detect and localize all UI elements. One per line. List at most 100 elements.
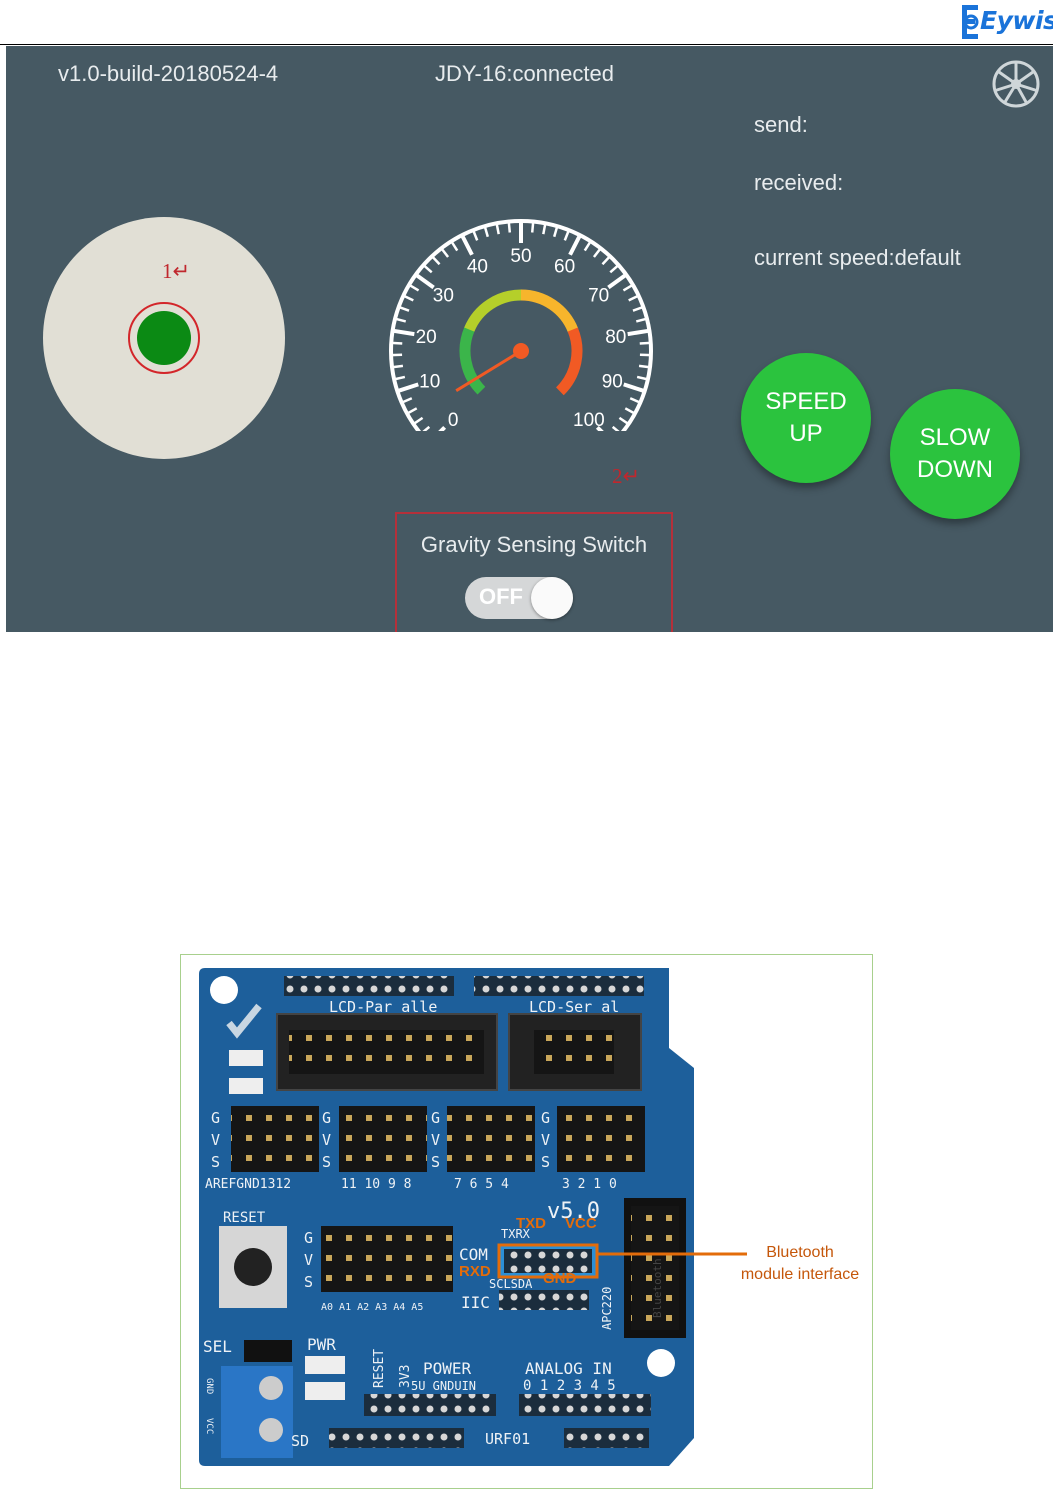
gauge-minor-tick bbox=[495, 223, 500, 235]
silk-digital-mid: 11 10 9 8 bbox=[341, 1177, 411, 1192]
silk-com: COM bbox=[459, 1245, 488, 1264]
pin-label-rxd: RXD bbox=[459, 1263, 491, 1280]
gauge-minor-tick bbox=[639, 341, 651, 345]
silk-txrx: TXRX bbox=[501, 1227, 531, 1241]
silk-v1: V bbox=[211, 1131, 220, 1149]
silk-apc: APC220 bbox=[600, 1287, 614, 1330]
gauge-minor-tick bbox=[394, 317, 407, 323]
gauge-minor-tick bbox=[628, 294, 640, 302]
sensor-shield-board: LCD-Par alle LCD-Ser al G V S G V S G V … bbox=[199, 968, 694, 1466]
gauge-minor-tick bbox=[638, 364, 651, 369]
silk-lcd-serial: LCD-Ser al bbox=[529, 998, 619, 1016]
gravity-switch-panel: Gravity Sensing Switch OFF bbox=[395, 512, 673, 632]
silk-g4: G bbox=[541, 1109, 550, 1127]
pin-label-gnd: GND bbox=[543, 1270, 577, 1287]
gauge-minor-tick bbox=[609, 264, 620, 274]
joystick[interactable] bbox=[42, 216, 286, 460]
gauge-minor-tick bbox=[450, 240, 459, 252]
joystick-knob bbox=[137, 311, 191, 365]
pin-label-txd: TXD bbox=[516, 1215, 546, 1232]
gauge-color-arc bbox=[555, 327, 583, 396]
callout-line2: module interface bbox=[740, 1266, 860, 1283]
gauge-major-tick bbox=[627, 328, 650, 337]
silk-power-pins: 5U GNDUIN bbox=[411, 1379, 476, 1393]
gauge-minor-tick bbox=[542, 223, 547, 235]
gauge-minor-tick bbox=[592, 247, 602, 258]
silk-g5: G bbox=[304, 1229, 313, 1247]
gauge-minor-tick bbox=[431, 255, 441, 266]
settings-wheel-icon[interactable] bbox=[991, 59, 1041, 109]
switch-knob bbox=[531, 577, 573, 619]
gauge-major-tick bbox=[438, 425, 447, 431]
gauge-minor-tick bbox=[398, 305, 410, 312]
slow-down-line2: DOWN bbox=[917, 456, 993, 483]
gauge-tick-label: 10 bbox=[419, 372, 440, 393]
gauge-minor-tick bbox=[601, 255, 611, 266]
silk-sel: SEL bbox=[203, 1337, 232, 1356]
gauge-minor-tick bbox=[622, 283, 634, 292]
gauge-minor-tick bbox=[391, 341, 403, 345]
silk-s5: S bbox=[304, 1273, 313, 1291]
gauge-minor-tick bbox=[440, 247, 450, 258]
gauge-minor-tick bbox=[422, 264, 433, 274]
silk-g2: G bbox=[322, 1109, 331, 1127]
silk-digital-right2: 3 2 1 0 bbox=[562, 1177, 617, 1192]
gauge-minor-tick bbox=[563, 229, 571, 241]
pin-label-vcc: VCC bbox=[565, 1215, 597, 1232]
switch-state: OFF bbox=[479, 584, 523, 609]
silk-reset: RESET bbox=[223, 1210, 266, 1226]
connection-status: JDY-16:connected bbox=[435, 61, 614, 86]
gauge-color-arc bbox=[520, 289, 579, 333]
silk-v5: V bbox=[304, 1251, 313, 1269]
speed-up-line1: SPEED bbox=[765, 388, 847, 415]
silk-g1: G bbox=[211, 1109, 220, 1127]
gauge-tick-label: 60 bbox=[554, 256, 575, 277]
gauge-minor-tick bbox=[632, 305, 644, 312]
mount-hole-right bbox=[647, 1349, 675, 1377]
silk-sd: SD bbox=[291, 1432, 309, 1450]
silk-urf: URF01 bbox=[485, 1430, 530, 1448]
gauge-major-tick bbox=[414, 272, 435, 290]
gauge-minor-tick bbox=[552, 225, 559, 238]
silk-digital-right1: 7 6 5 4 bbox=[454, 1177, 509, 1192]
speed-up-button[interactable]: SPEED UP bbox=[741, 353, 871, 483]
silk-analog-top: A0 A1 A2 A3 A4 A5 bbox=[321, 1302, 423, 1313]
app-screen: v1.0-build-20180524-4 JDY-16:connected s… bbox=[6, 46, 1053, 632]
silk-analog-nums: 0 1 2 3 4 5 bbox=[523, 1378, 616, 1394]
gauge-minor-tick bbox=[618, 416, 630, 426]
gauge-tick-label: 80 bbox=[605, 327, 626, 348]
gauge-color-arc bbox=[464, 289, 523, 332]
gauge-tick-label: 40 bbox=[467, 256, 488, 277]
gauge-minor-tick bbox=[412, 416, 424, 426]
silk-g3: G bbox=[431, 1109, 440, 1127]
gauge-major-tick bbox=[607, 272, 628, 290]
gauge-minor-tick bbox=[393, 375, 406, 381]
gauge-minor-tick bbox=[401, 397, 413, 404]
silk-sclsda: SCLSDA bbox=[489, 1277, 533, 1291]
gravity-switch-label: Gravity Sensing Switch bbox=[420, 532, 648, 557]
silk-v4: V bbox=[541, 1131, 550, 1149]
gauge-tick-label: 70 bbox=[588, 286, 609, 307]
silk-lcd-parallel: LCD-Par alle bbox=[329, 998, 437, 1016]
gauge-major-tick bbox=[623, 382, 646, 394]
callout-label: Bluetooth module interface bbox=[730, 1244, 870, 1284]
gauge-minor-tick bbox=[507, 221, 512, 233]
gauge-tick-label: 100 bbox=[573, 410, 605, 431]
silk-3v3: 3V3 bbox=[398, 1365, 413, 1388]
gauge-major-tick bbox=[396, 382, 419, 394]
speed-up-line2: UP bbox=[789, 420, 823, 447]
callout-line1: Bluetooth bbox=[766, 1244, 834, 1261]
check-logo-icon bbox=[226, 1003, 262, 1039]
silk-v3: V bbox=[431, 1131, 440, 1149]
mount-hole-top-left bbox=[210, 976, 238, 1004]
gauge-minor-tick bbox=[471, 229, 479, 241]
gauge-major-tick bbox=[392, 328, 415, 337]
silk-s4: S bbox=[541, 1153, 550, 1171]
received-label: received: bbox=[754, 170, 844, 195]
gauge-minor-tick bbox=[629, 397, 641, 404]
gravity-switch-toggle[interactable]: OFF bbox=[465, 577, 573, 619]
silk-reset-v: RESET bbox=[372, 1349, 387, 1388]
silk-s2: S bbox=[322, 1153, 331, 1171]
gauge-tick-label: 30 bbox=[433, 286, 454, 307]
